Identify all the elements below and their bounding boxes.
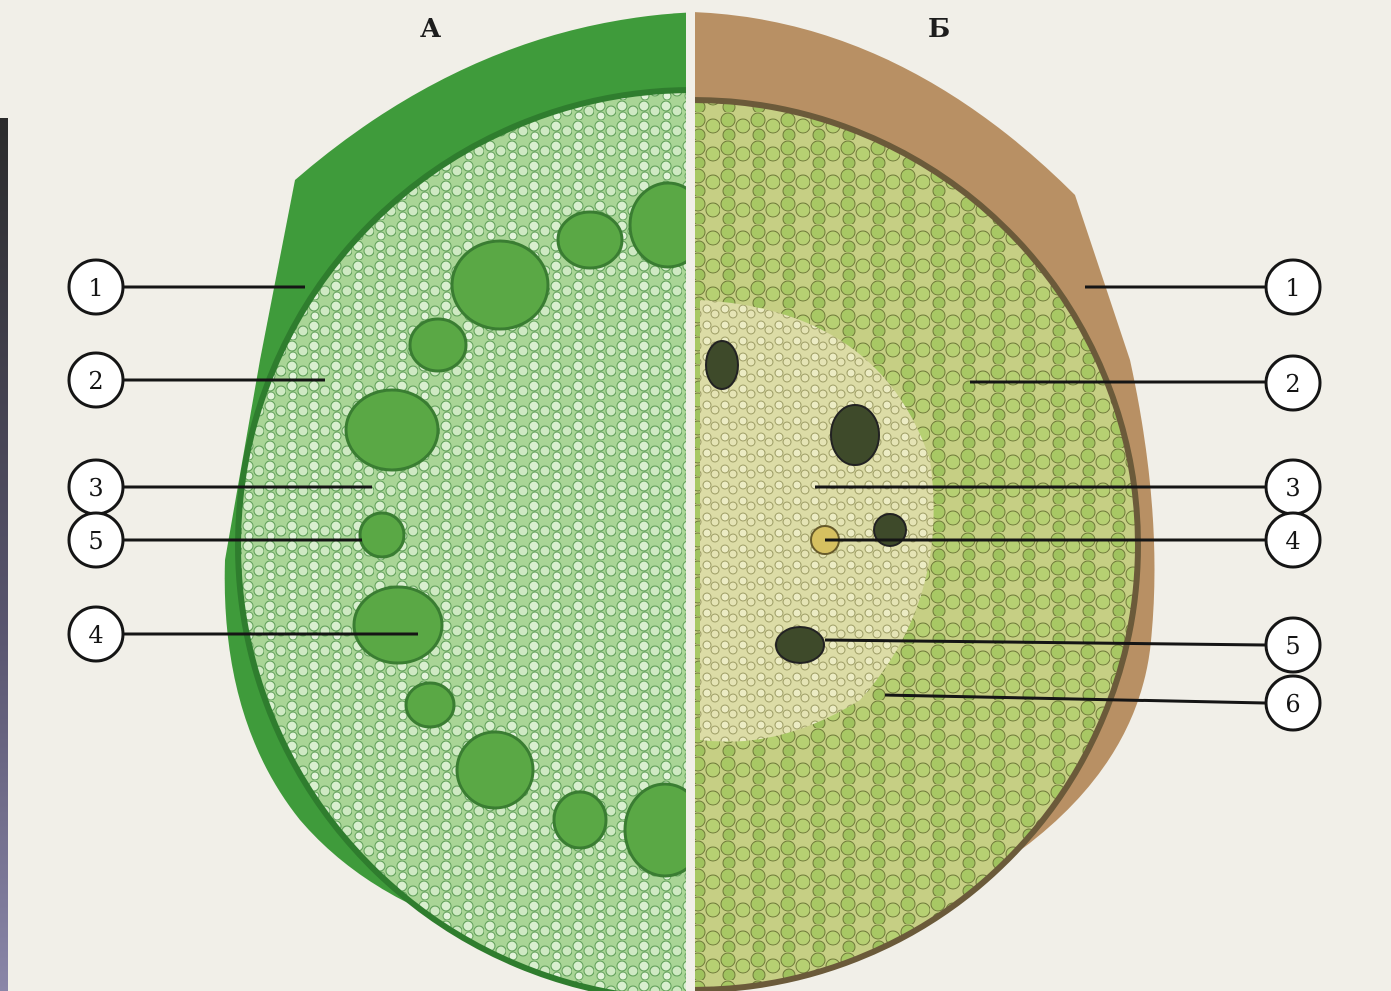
svg-text:4: 4 (1285, 527, 1300, 555)
callout-right-1: 1 (1266, 260, 1320, 314)
svg-text:3: 3 (88, 474, 103, 502)
svg-text:1: 1 (1285, 274, 1300, 302)
svg-text:3: 3 (1285, 474, 1300, 502)
callout-left-4: 4 (69, 607, 123, 661)
callouts-right: 1 2 3 4 5 6 (1266, 260, 1320, 730)
svg-text:2: 2 (88, 367, 103, 395)
callout-left-3: 3 (69, 460, 123, 514)
panel-label-a: А (420, 14, 441, 44)
svg-text:5: 5 (88, 527, 103, 555)
callouts-left: 1 2 3 5 4 (69, 260, 123, 661)
callout-right-4: 4 (1266, 513, 1320, 567)
callout-right-6: 6 (1266, 676, 1320, 730)
svg-text:1: 1 (88, 274, 103, 302)
callout-left-1: 1 (69, 260, 123, 314)
svg-text:6: 6 (1285, 690, 1300, 718)
callout-left-5: 5 (69, 513, 123, 567)
callout-right-2: 2 (1266, 356, 1320, 410)
svg-text:4: 4 (88, 621, 103, 649)
callout-right-3: 3 (1266, 460, 1320, 514)
svg-text:2: 2 (1285, 370, 1300, 398)
callout-right-5: 5 (1266, 618, 1320, 672)
callout-left-2: 2 (69, 353, 123, 407)
svg-text:5: 5 (1285, 632, 1300, 660)
panel-label-b: Б (928, 14, 950, 44)
center-divider (686, 10, 695, 991)
